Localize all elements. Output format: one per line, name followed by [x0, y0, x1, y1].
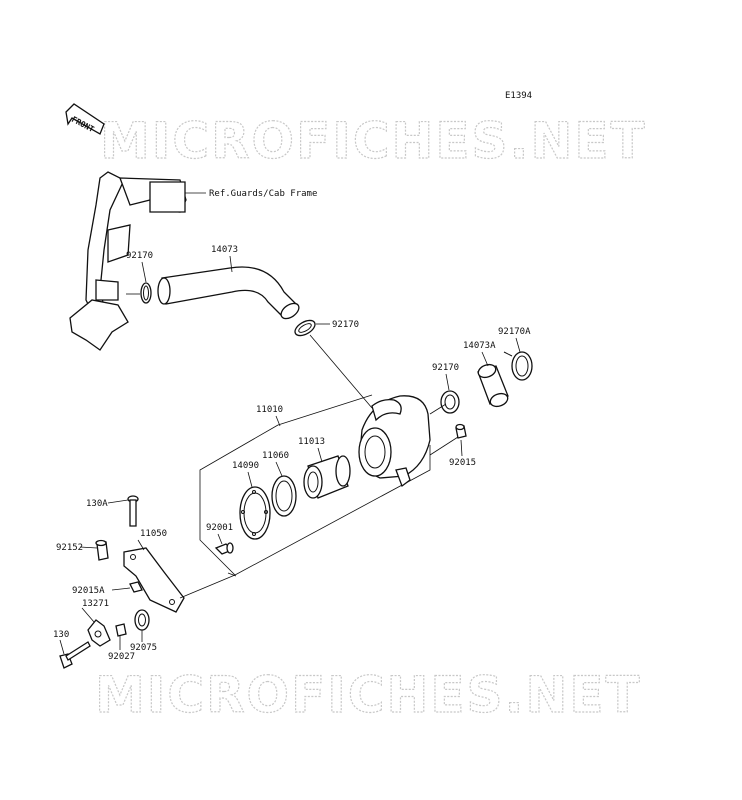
- callout-14090: 14090: [232, 461, 259, 471]
- callout-130A: 130A: [86, 499, 108, 509]
- intake-duct-14073: [157, 266, 300, 320]
- callout-92001: 92001: [206, 523, 233, 533]
- callout-92170-right: 92170: [432, 363, 459, 373]
- cover-14090: [239, 486, 271, 540]
- diagram-code: E1394: [505, 91, 532, 101]
- watermark-bottom: MICROFICHES.NET: [95, 666, 642, 724]
- callout-92075: 92075: [130, 643, 157, 653]
- callout-92027: 92027: [108, 652, 135, 662]
- clamp-92170-mid: [294, 319, 316, 337]
- callout-11050: 11050: [140, 529, 167, 539]
- grommet-92075: [134, 609, 150, 631]
- clamp-92170A: [503, 351, 533, 381]
- clamp-92170-left: [140, 282, 152, 304]
- callout-92152: 92152: [56, 543, 83, 553]
- front-arrow-icon: FRONT: [65, 103, 105, 135]
- callout-92170-mid: 92170: [332, 320, 359, 330]
- clamp-92170-right: [440, 390, 460, 414]
- leader-92170-left: [141, 261, 147, 283]
- ref-guards-label: Ref.Guards/Cab Frame: [209, 189, 317, 199]
- callout-14073A: 14073A: [463, 341, 496, 351]
- seal-11060: [271, 475, 297, 517]
- clip-13271: [87, 619, 111, 647]
- callout-92170A: 92170A: [498, 327, 531, 337]
- bolt-130A: [127, 495, 139, 527]
- spacer-92152: [95, 539, 109, 561]
- cab-frame-ref: [69, 171, 187, 351]
- callout-11060: 11060: [262, 451, 289, 461]
- callout-92015: 92015: [449, 458, 476, 468]
- callout-14073: 14073: [211, 245, 238, 255]
- collar-92027: [115, 623, 127, 637]
- callout-130: 130: [53, 630, 69, 640]
- callout-11013: 11013: [298, 437, 325, 447]
- filter-element-11013: [303, 455, 351, 499]
- bolt-92015: [455, 423, 467, 439]
- bracket-11050: [123, 547, 236, 613]
- callout-92170-left: 92170: [126, 251, 153, 261]
- watermark-top: MICROFICHES.NET: [100, 112, 647, 170]
- hose-14073A: [477, 363, 509, 408]
- callout-11010: 11010: [256, 405, 283, 415]
- screw-92001: [214, 542, 234, 555]
- air-cleaner-housing: [358, 395, 447, 488]
- leader-14073: [229, 255, 233, 273]
- nut-92015A: [129, 581, 143, 593]
- bolt-130: [59, 641, 91, 669]
- callout-13271: 13271: [82, 599, 109, 609]
- callout-92015A: 92015A: [72, 586, 105, 596]
